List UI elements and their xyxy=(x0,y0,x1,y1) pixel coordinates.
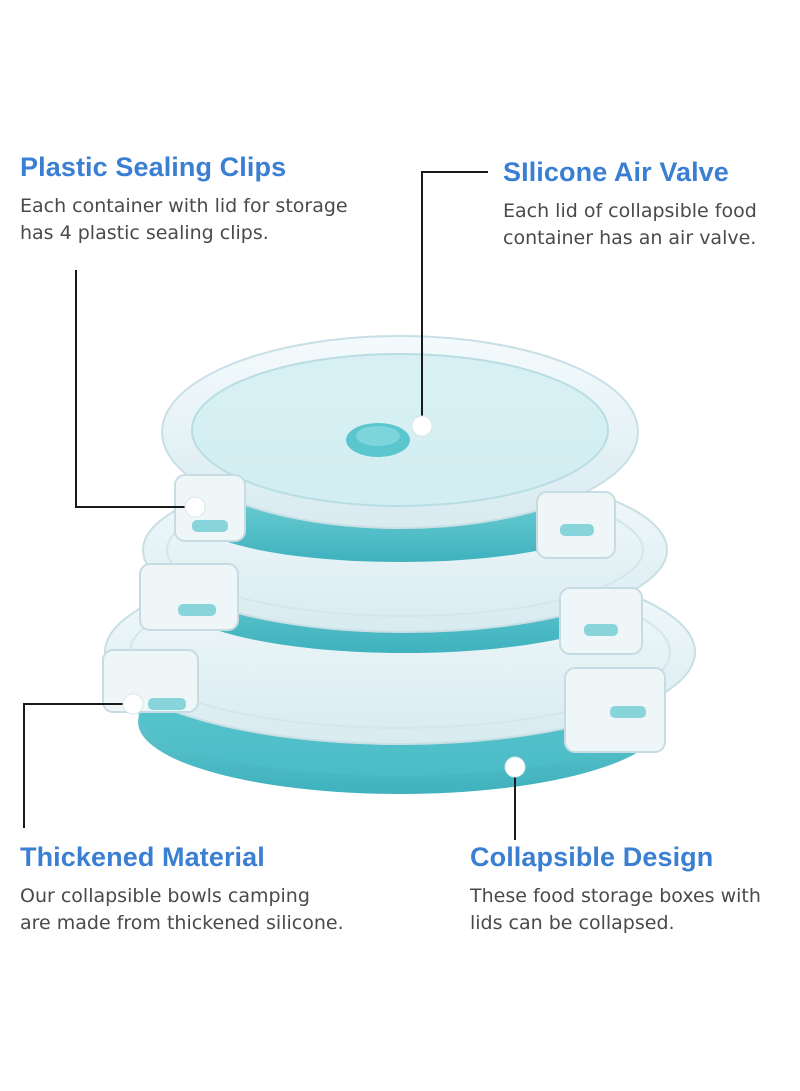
medium-left-clip xyxy=(139,563,239,631)
small-container xyxy=(161,335,639,562)
feature-air-valve: SIlicone Air Valve Each lid of collapsib… xyxy=(503,157,757,252)
callout-line-sealing-clips xyxy=(75,270,192,508)
feature-sealing-clips: Plastic Sealing Clips Each container wit… xyxy=(20,152,348,247)
dot-sealing-clips xyxy=(184,496,206,518)
feature-description: Each container with lid for storage has … xyxy=(20,195,348,244)
callout-dots xyxy=(122,415,526,778)
callout-line-thickened xyxy=(23,703,130,828)
feature-title: Thickened Material xyxy=(20,842,265,872)
feature-title: SIlicone Air Valve xyxy=(503,157,729,187)
callout-line-air-valve xyxy=(421,171,488,424)
feature-title: Collapsible Design xyxy=(470,842,714,872)
dot-air-valve xyxy=(411,415,433,437)
feature-description: Our collapsible bowls camping are made f… xyxy=(20,885,344,934)
feature-description: Each lid of collapsible food container h… xyxy=(503,200,757,249)
dot-thickened xyxy=(122,693,144,715)
feature-title: Plastic Sealing Clips xyxy=(20,152,287,182)
feature-description: These food storage boxes with lids can b… xyxy=(470,885,761,934)
dot-collapsible xyxy=(504,756,526,778)
medium-right-clip xyxy=(559,587,643,655)
feature-thickened-material: Thickened Material Our collapsible bowls… xyxy=(20,842,344,937)
feature-collapsible-design: Collapsible Design These food storage bo… xyxy=(470,842,761,937)
callout-lines xyxy=(23,171,516,840)
